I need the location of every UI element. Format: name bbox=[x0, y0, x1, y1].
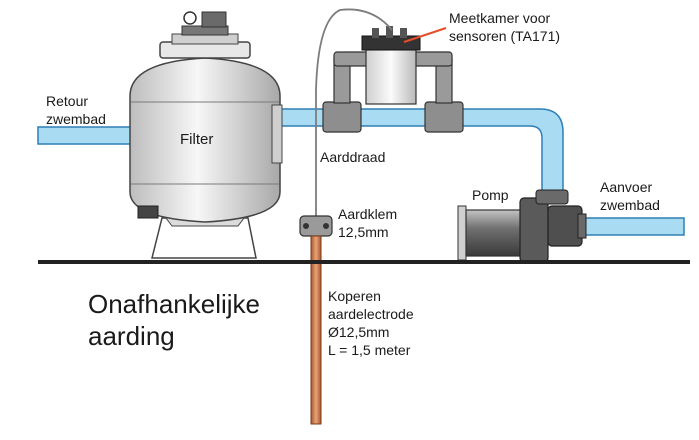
label-meetkamer: Meetkamer voor sensoren (TA171) bbox=[449, 10, 561, 44]
label-onafhankelijke-aarding: Onafhankelijke aarding bbox=[88, 289, 260, 351]
supply-pipe bbox=[579, 217, 685, 236]
filter-tank bbox=[129, 11, 283, 259]
label-aanvoer: Aanvoer zwembad bbox=[600, 179, 660, 213]
label-filter: Filter bbox=[180, 131, 214, 148]
label-retour: Retour zwembad bbox=[46, 93, 106, 127]
label-aardklem: Aardklem 12,5mm bbox=[338, 206, 398, 240]
label-aarddraad: Aarddraad bbox=[320, 149, 386, 165]
return-pipe bbox=[37, 126, 135, 145]
earth-wire bbox=[315, 8, 393, 228]
meetkamer-leader bbox=[403, 27, 447, 43]
label-pomp: Pomp bbox=[472, 187, 509, 203]
label-elektrode: Koperen aardelectrode Ø12,5mm L = 1,5 me… bbox=[328, 288, 414, 358]
copper-electrode bbox=[310, 235, 322, 425]
pump bbox=[457, 189, 587, 263]
measurement-chamber bbox=[322, 26, 464, 133]
